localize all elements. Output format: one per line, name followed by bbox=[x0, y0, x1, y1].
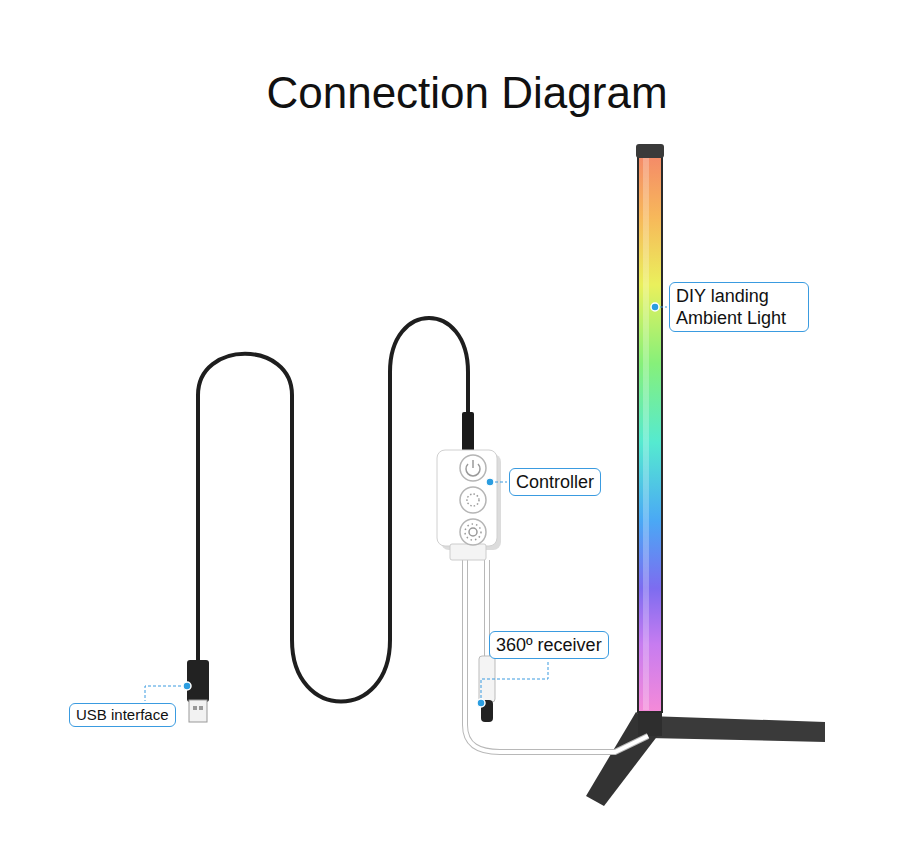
callout-text: Controller bbox=[516, 471, 594, 493]
callout-text: 360º receiver bbox=[496, 634, 602, 656]
usb-contact bbox=[193, 706, 197, 710]
brightness-icon bbox=[465, 524, 481, 540]
brightness-icon bbox=[469, 528, 477, 536]
callout-box: DIY landing Ambient Light bbox=[669, 282, 809, 332]
wire-outline bbox=[465, 560, 648, 752]
power-button bbox=[460, 455, 486, 481]
controller-connector bbox=[450, 544, 486, 560]
leader-line bbox=[145, 686, 186, 701]
leader-line bbox=[481, 662, 548, 703]
callout-dot bbox=[477, 699, 485, 707]
brightness-button bbox=[460, 519, 486, 545]
lamp-base-leg bbox=[648, 716, 825, 742]
controller-body bbox=[437, 450, 497, 546]
mode-button bbox=[460, 487, 486, 513]
callout-dot bbox=[486, 478, 494, 486]
power-icon bbox=[472, 460, 474, 468]
white-wire bbox=[465, 560, 648, 752]
mode-icon bbox=[467, 494, 479, 506]
usb-plug-body bbox=[187, 660, 209, 702]
led-light-bar bbox=[638, 150, 662, 712]
usb-cable bbox=[198, 318, 468, 702]
usb-plug-metal bbox=[189, 700, 207, 722]
lamp-cap bbox=[636, 144, 664, 158]
callout-box: USB interface bbox=[69, 703, 176, 727]
usb-contact bbox=[199, 706, 203, 710]
callout-text: DIY landing Ambient Light bbox=[676, 285, 802, 329]
callout-dot bbox=[651, 303, 659, 311]
callout-dot bbox=[183, 682, 191, 690]
diagram-title: Connection Diagram bbox=[266, 68, 667, 118]
callout-text: USB interface bbox=[76, 706, 169, 724]
light-bar-highlight bbox=[643, 152, 649, 710]
callout-box: Controller bbox=[509, 468, 601, 496]
callout-box: 360º receiver bbox=[489, 631, 609, 659]
cable-plug bbox=[462, 412, 474, 452]
